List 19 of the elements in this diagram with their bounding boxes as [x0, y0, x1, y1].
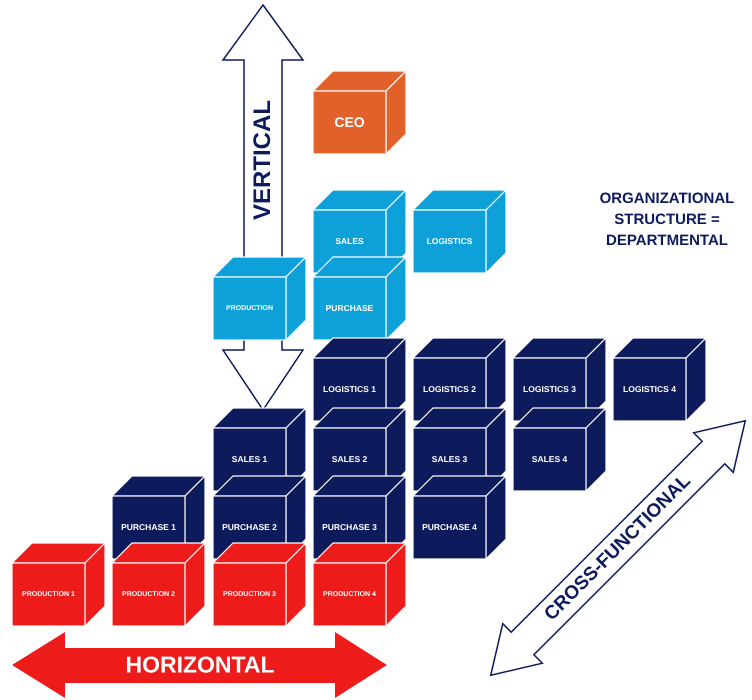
cube-label: SALES 1 — [232, 454, 268, 464]
cube-label: LOGISTICS 2 — [423, 384, 476, 394]
cube-label: LOGISTICS 4 — [623, 384, 676, 394]
cube-label: SALES 3 — [432, 454, 468, 464]
cube-label: PURCHASE — [326, 304, 374, 314]
cube-label: PURCHASE 1 — [121, 522, 176, 532]
cube-label: PURCHASE 2 — [222, 522, 277, 532]
cube-label: PURCHASE 3 — [322, 522, 377, 532]
arrow-label: HORIZONTAL — [125, 652, 275, 678]
cube-label: LOGISTICS 3 — [523, 384, 576, 394]
diagram-title: ORGANIZATIONAL STRUCTURE = DEPARTMENTAL — [598, 189, 736, 251]
cube-label: SALES 4 — [532, 454, 568, 464]
cube-label: CEO — [334, 114, 365, 130]
cube-label: LOGISTICS — [426, 236, 472, 246]
cube-label: SALES 2 — [332, 454, 368, 464]
cube-label: LOGISTICS 1 — [323, 384, 376, 394]
cube-label: SALES — [335, 236, 364, 246]
cube-label: PURCHASE 4 — [422, 522, 477, 532]
arrow-label: VERTICAL — [249, 100, 277, 220]
